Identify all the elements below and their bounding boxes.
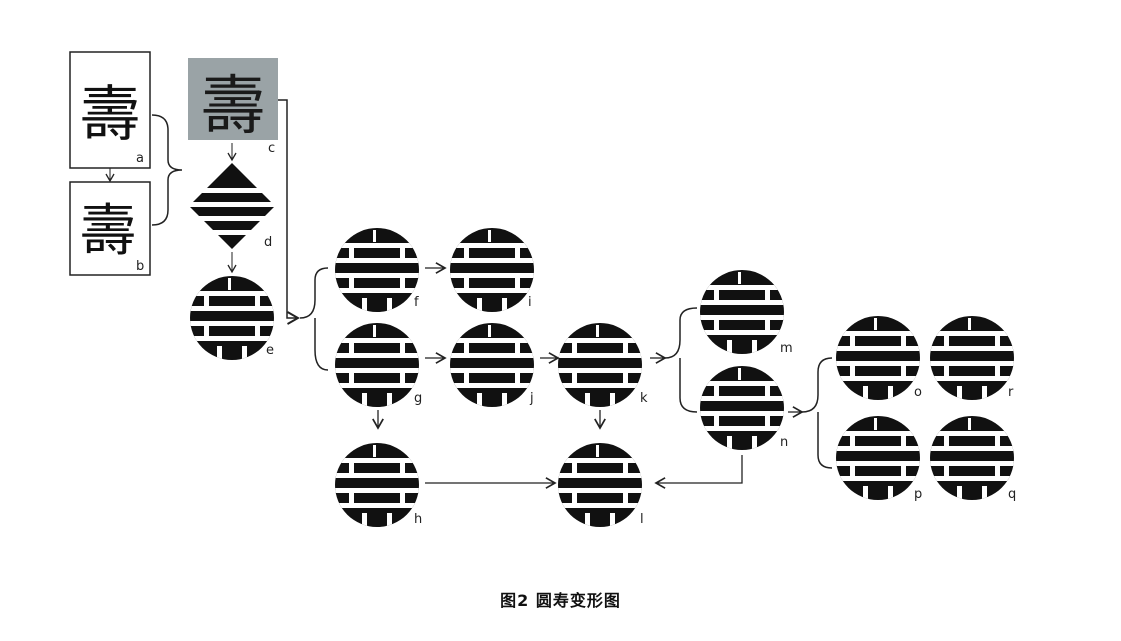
label-e: e [266,343,274,358]
label-a: a [136,151,144,166]
node-n: n [697,366,788,450]
arrow-n-l [654,455,743,489]
node-g: g [332,323,422,407]
node-j: j [447,323,537,407]
label-i: i [528,295,532,310]
label-q: q [1008,487,1016,502]
label-l: l [640,512,644,527]
node-a: 壽 a [69,51,151,169]
node-k: k [555,323,648,407]
node-p: p [833,416,923,502]
node-b: 壽 b [69,181,151,276]
node-o: o [833,316,923,400]
node-m: m [697,270,793,356]
label-h: h [414,512,422,527]
label-m: m [780,341,793,356]
brace-ab [151,114,183,226]
node-l: l [555,443,645,527]
node-e: e [187,276,277,360]
node-r: r [927,316,1017,400]
label-f: f [414,295,419,310]
label-r: r [1008,385,1014,400]
node-i: i [447,228,537,312]
node-d: d [185,163,280,250]
label-p: p [914,487,922,502]
label-n: n [780,435,788,450]
brace-e-fg [299,267,329,371]
brace-k-mn [664,307,698,413]
label-d: d [264,235,272,250]
label-j: j [529,391,534,406]
glyph-b: 壽 [80,199,136,264]
label-g: g [414,391,422,406]
label-k: k [640,391,648,406]
label-c: c [268,141,275,156]
node-f: f [332,228,422,312]
node-h: h [332,443,422,527]
brace-n-op [801,357,833,469]
node-c: 壽 c [188,58,278,156]
seal-glyph-a: 壽 [80,80,140,150]
line-c-branch [278,99,300,325]
label-b: b [136,259,144,274]
label-o: o [914,385,922,400]
figure-caption: 图2 圆寿变形图 [500,591,621,610]
glyph-c: 壽 [201,70,265,144]
node-q: q [927,416,1017,502]
